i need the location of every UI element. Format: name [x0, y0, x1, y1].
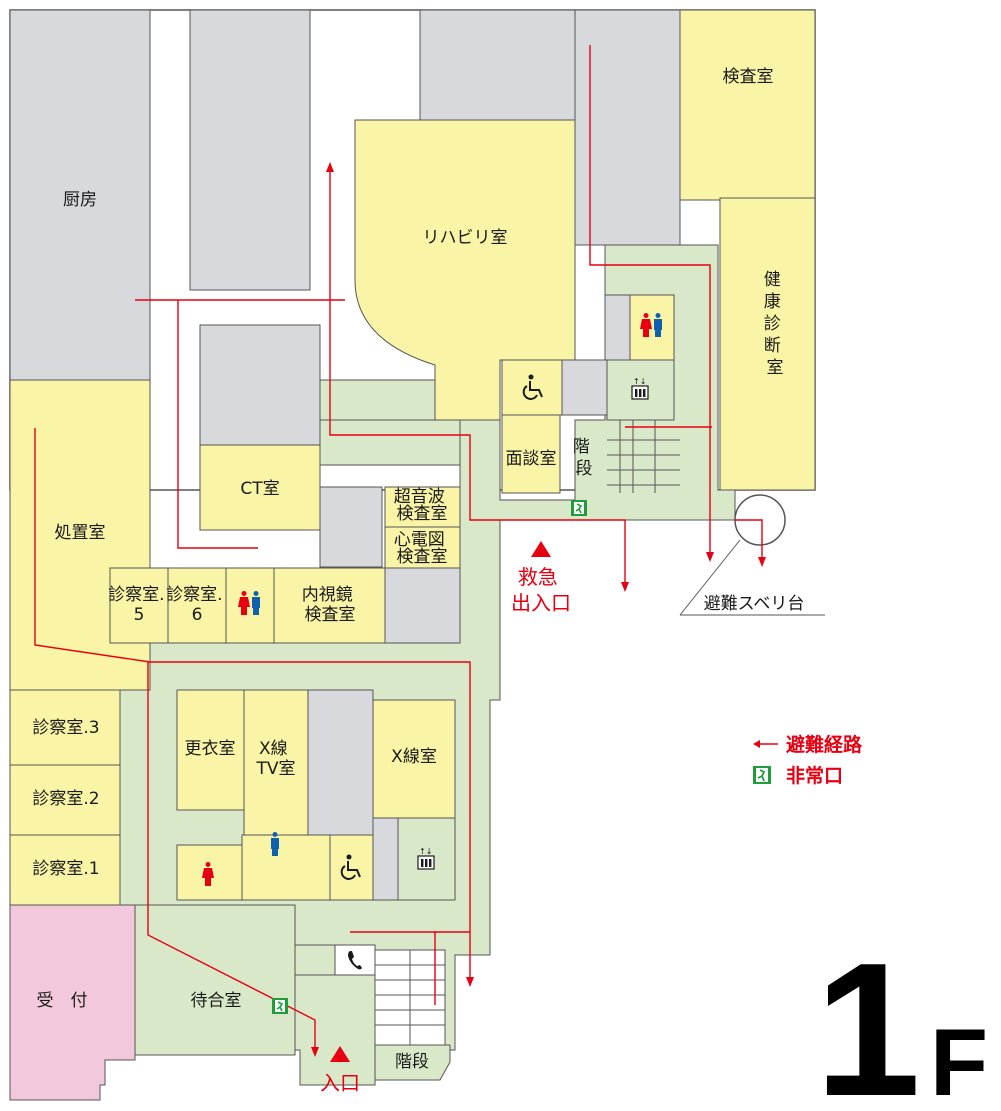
wheelchair-icon: [522, 374, 543, 400]
telephone-icon: [348, 951, 362, 970]
reception-label: 受 付: [37, 991, 88, 1011]
evacuation-routes: [34, 45, 763, 1050]
legend-exit-label: 非常口: [786, 764, 843, 787]
floor-suffix: F: [930, 1010, 988, 1111]
elevator-icon: ↑↓: [631, 377, 649, 400]
legend-route-label: 避難経路: [786, 733, 863, 756]
emergency-exit-icon: [753, 766, 771, 784]
waiting-label: 待合室: [191, 991, 242, 1011]
emergency-exit-icon: [272, 998, 288, 1014]
service-areas: [9, 9, 681, 901]
legend: 避難経路 非常口: [753, 733, 863, 787]
elevator-icon: ↑↓: [417, 847, 435, 870]
route-arrowheads: [311, 162, 766, 1057]
emergency-entrance-triangle: [531, 541, 551, 557]
stairs-south-lines: [374, 949, 451, 1081]
entrance-labels: 救急 出入口 入口: [320, 565, 571, 1095]
reception-area: [9, 904, 136, 1101]
main-entrance-label: 入口: [320, 1071, 360, 1095]
svg-text:↑↓: ↑↓: [419, 847, 432, 856]
rehab-label: リハビリ室: [423, 228, 508, 248]
consult1-label: 診察室.1: [32, 859, 99, 879]
stairs-north-label: 階 段: [573, 437, 595, 479]
stairs-south-label: 階段: [395, 1052, 429, 1072]
consult6-label: 診察室. 6: [166, 585, 228, 625]
restroom-icon: [238, 591, 260, 615]
entrance-markers: [330, 541, 551, 1062]
room-labels: 厨房 リハビリ室 検査室 健 康 診 断 室 処置室 CT室 超音波 検査室 心…: [32, 67, 786, 1072]
restroom-icon: [640, 313, 662, 337]
main-entrance-triangle: [330, 1046, 350, 1062]
female-restroom-icon: [202, 862, 214, 886]
ecg-label: 心電図 検査室: [394, 530, 450, 567]
xray-tv-label: X線 TV室: [255, 739, 295, 779]
emergency-exit-icon: [571, 500, 587, 516]
exam-room-label: 検査室: [723, 67, 774, 87]
slide-label: 避難スベリ台: [704, 594, 805, 614]
consult2-label: 診察室.2: [32, 789, 99, 809]
wheelchair-icon: [340, 854, 361, 880]
ultrasound-label: 超音波 検査室: [394, 487, 450, 524]
stairs-north-lines: [607, 420, 680, 493]
ct-label: CT室: [240, 479, 279, 499]
rooms: [9, 9, 816, 906]
kitchen-label: 厨房: [63, 190, 97, 210]
phone-booth: [334, 944, 376, 976]
interview-label: 面談室: [506, 449, 557, 469]
consult5-label: 診察室. 5: [108, 585, 170, 625]
treatment-label: 処置室: [55, 523, 106, 543]
changing-label: 更衣室: [185, 739, 236, 759]
svg-text:↑↓: ↑↓: [633, 377, 646, 386]
emergency-entrance-label: 救急 出入口: [511, 565, 571, 615]
floor-indicator: 1 F: [815, 924, 988, 1111]
floor-number: 1: [815, 924, 921, 1111]
health-check-label: 健 康 診 断 室: [764, 270, 786, 378]
endoscopy-label: 内視鏡 検査室: [302, 585, 358, 625]
xray-label: X線室: [391, 747, 437, 767]
consult3-label: 診察室.3: [32, 718, 99, 738]
male-restroom-icon: [271, 832, 279, 856]
